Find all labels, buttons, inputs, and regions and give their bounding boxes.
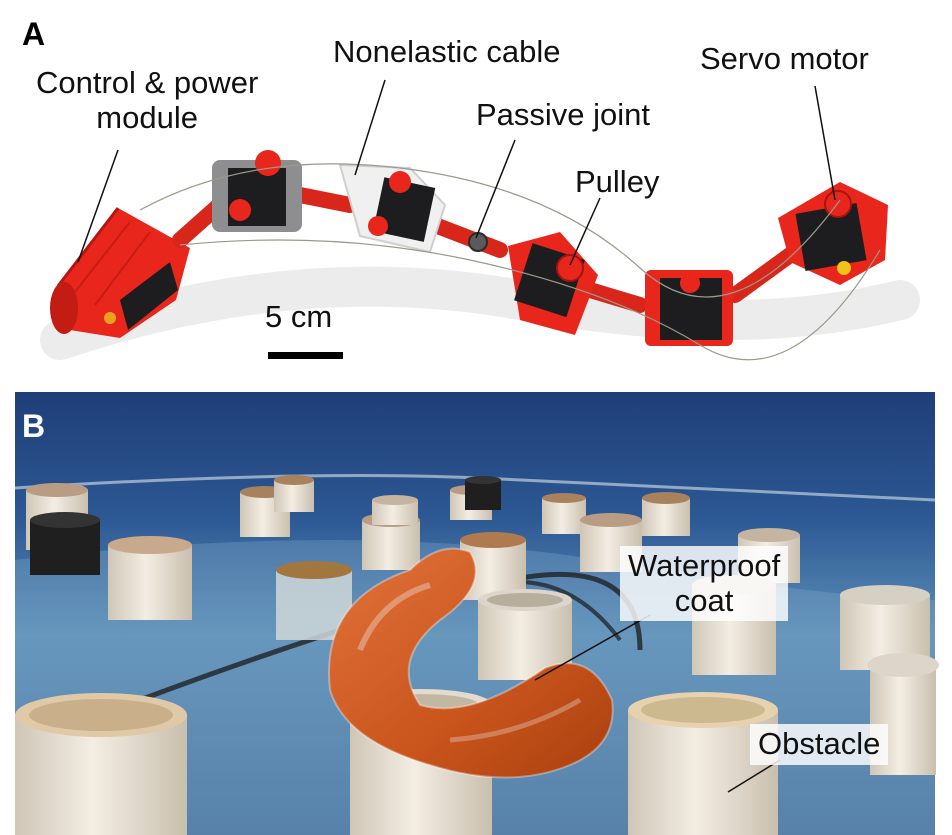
- control-power-label: Control & power module: [36, 65, 259, 135]
- waterproof-coat-label: Waterproof coat: [620, 546, 789, 622]
- passive-joint: [468, 232, 488, 252]
- panel-a-letter: A: [22, 16, 46, 52]
- control-power-module: [50, 207, 190, 338]
- waterproof-coat-label-line2: coat: [674, 582, 734, 618]
- servo-motor-disc: [824, 190, 852, 218]
- scale-bar: [268, 352, 343, 359]
- nonelastic-cable-lines: [139, 163, 881, 361]
- panel-b-leader-lines: [534, 614, 781, 793]
- control-power-label-line1: Control & power: [36, 65, 259, 100]
- panel-a-leader-lines: [77, 79, 836, 266]
- robot-module-5: [778, 182, 888, 285]
- control-power-label-line2: module: [96, 99, 198, 135]
- obstacle-label: Obstacle: [750, 724, 889, 765]
- waterproof-coated-robot: [328, 547, 614, 779]
- passive-joint-label: Passive joint: [476, 97, 651, 132]
- servo-motor-label: Servo motor: [700, 41, 869, 76]
- robot-module-1: [212, 150, 302, 232]
- nonelastic-cable-label: Nonelastic cable: [333, 34, 561, 69]
- robot-module-2: [338, 163, 447, 254]
- panel-b-photo: [14, 392, 939, 835]
- panel-b-letter: B: [22, 408, 46, 444]
- panel-a-photo: [0, 0, 952, 388]
- waterproof-coat-label-line1: Waterproof: [628, 548, 781, 583]
- pulley-label: Pulley: [575, 164, 660, 199]
- scale-bar-label: 5 cm: [265, 299, 333, 334]
- robot-module-3: [508, 232, 598, 335]
